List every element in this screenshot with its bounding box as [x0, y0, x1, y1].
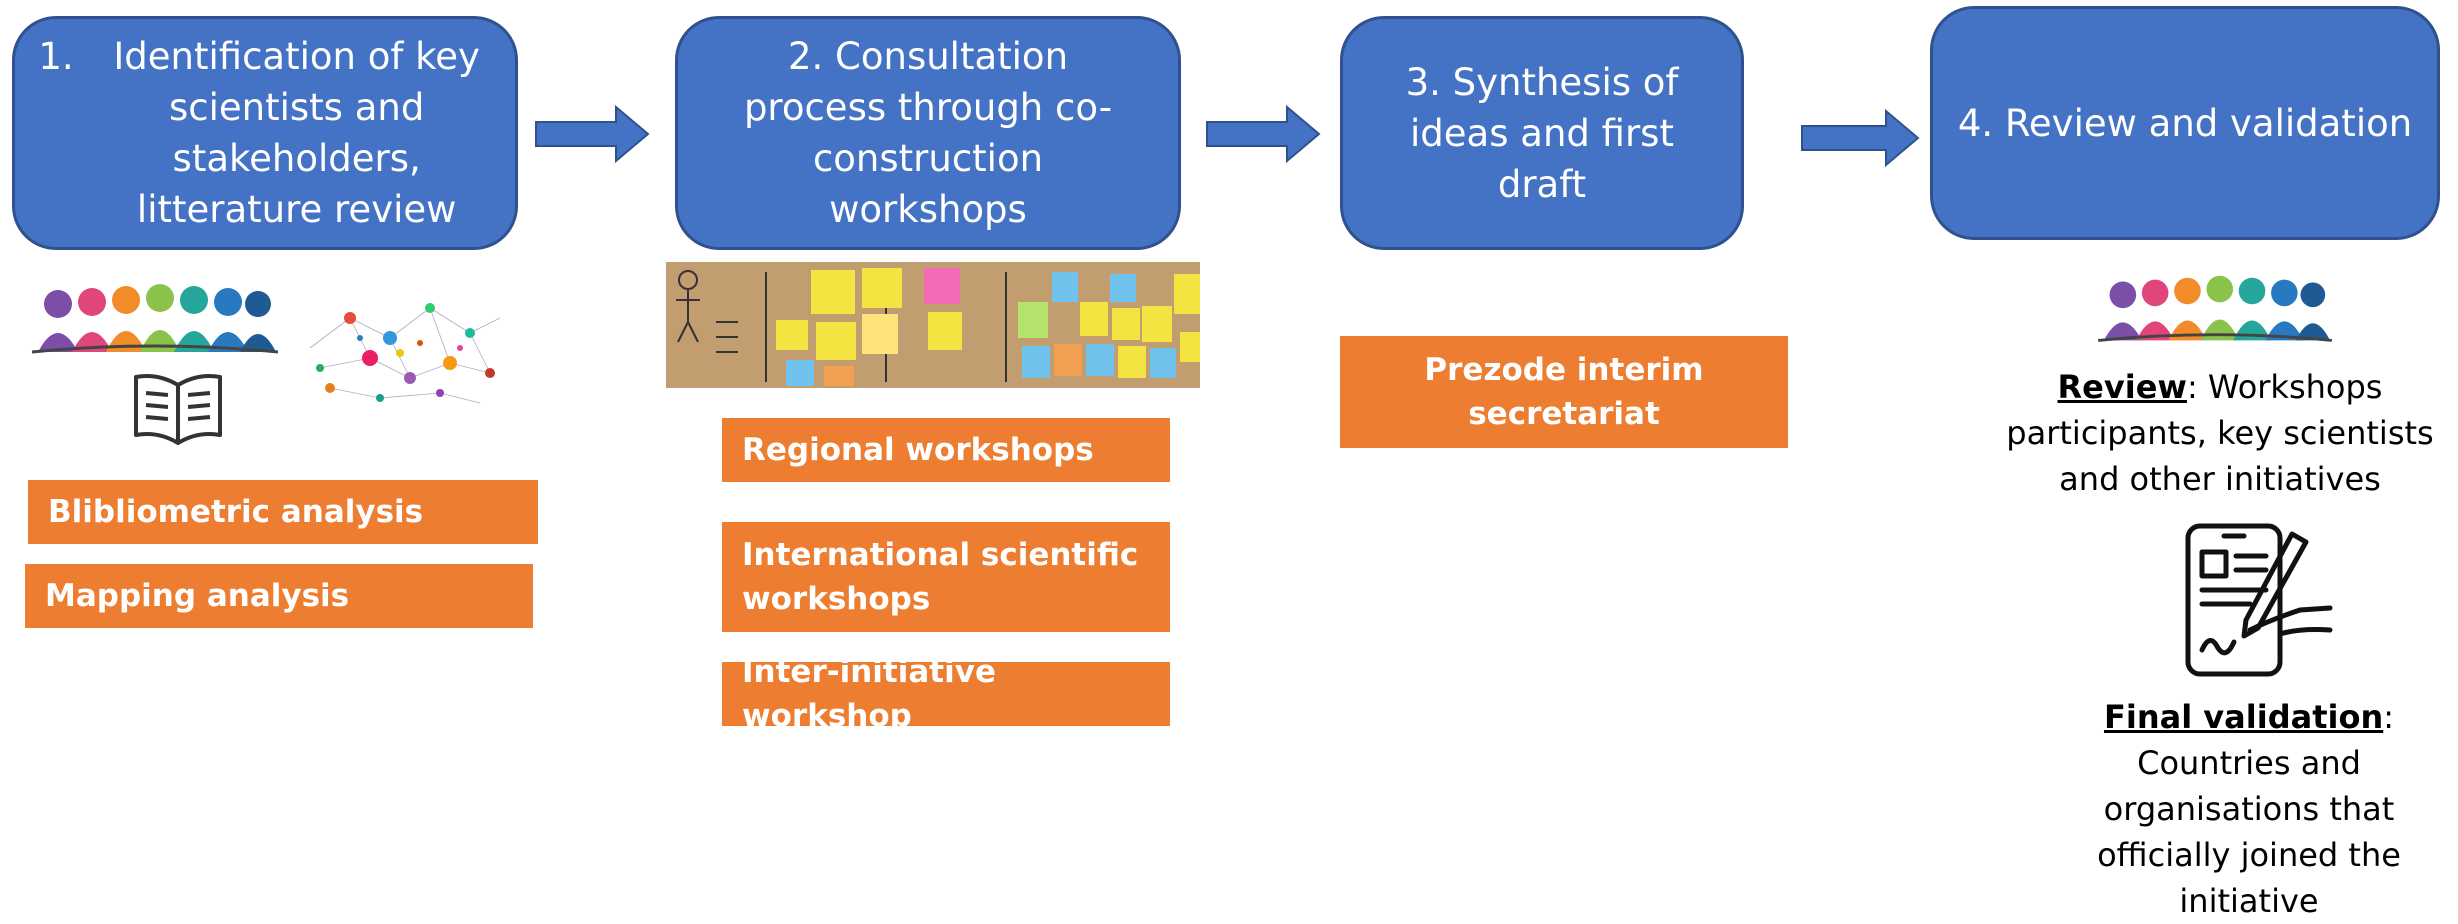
step-1-label: Identification of key scientists and sta… — [113, 35, 480, 231]
arrow-right-icon — [1206, 104, 1321, 164]
mapping-analysis-tag: Mapping analysis — [25, 564, 533, 628]
prezode-interim-secretariat-tag: Prezode interim secretariat — [1340, 336, 1788, 448]
step-4-label: 4. Review and validation — [1957, 101, 2413, 145]
step-2-label: 2. Consultation process through co-const… — [743, 35, 1113, 231]
regional-workshops-tag: Regional workshops — [722, 418, 1170, 482]
tablet-signature-icon — [2185, 523, 2333, 677]
inter-initiative-workshop-tag: Inter-initiative workshop — [722, 654, 1170, 734]
step-3-box: 3. Synthesis of ideas and first draft — [1340, 16, 1744, 250]
step-1-number: 1. — [38, 35, 74, 78]
international-scientific-workshops-tag: International scientific workshops — [722, 522, 1170, 632]
step-1-box: 1. Identification of key scientists and … — [12, 16, 518, 250]
people-group-icon — [31, 284, 279, 354]
network-map-icon — [309, 303, 501, 404]
arrow-right-icon — [535, 104, 650, 164]
bibliometric-analysis-tag: Blibliometric analysis — [28, 480, 538, 544]
step-2-box: 2. Consultation process through co-const… — [675, 16, 1181, 250]
final-validation-note: Final validation: Countries and organisa… — [2040, 694, 2458, 924]
final-validation-heading: Final validation — [2103, 698, 2384, 736]
arrow-right-icon — [1801, 108, 1920, 168]
open-book-icon — [134, 374, 222, 445]
sticky-notes-photo — [666, 262, 1200, 388]
step-3-label: 3. Synthesis of ideas and first draft — [1405, 60, 1679, 206]
review-heading: Review — [2057, 368, 2187, 406]
review-note: Review: Workshops participants, key scie… — [2000, 364, 2440, 502]
review-text: : Workshops participants, key scientists… — [2006, 368, 2434, 498]
step-4-box: 4. Review and validation — [1930, 6, 2440, 240]
people-group-icon — [2098, 275, 2332, 342]
